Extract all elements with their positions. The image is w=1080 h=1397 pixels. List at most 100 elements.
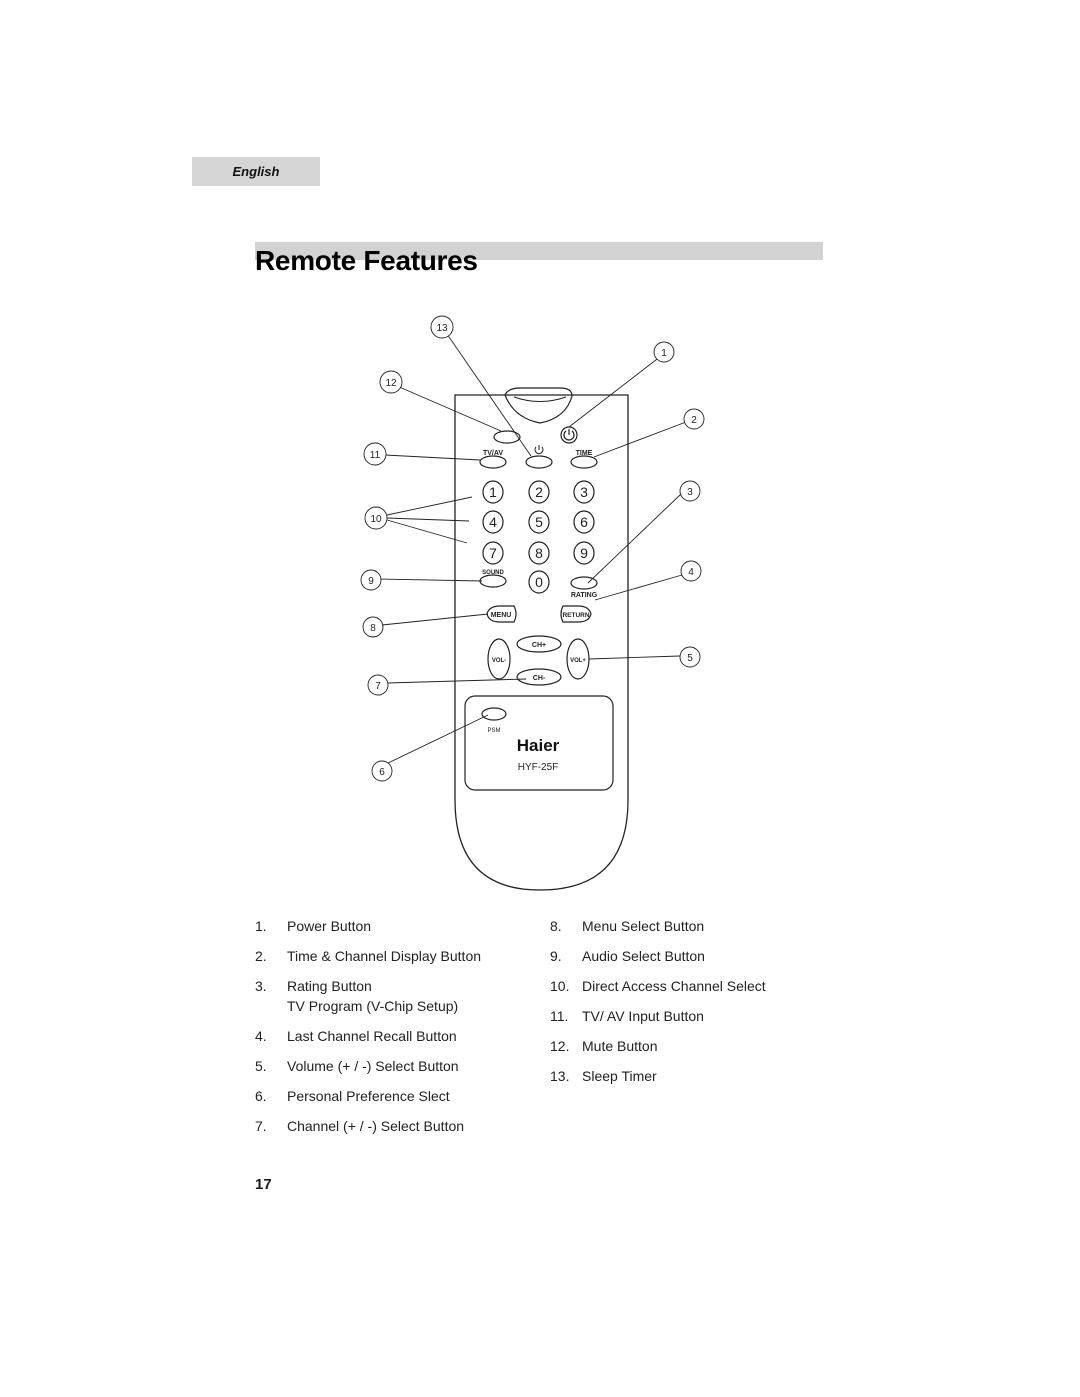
sound-label: SOUND (482, 570, 504, 576)
list-item-number: 4. (255, 1028, 267, 1044)
ch-down-button (516, 668, 562, 686)
list-item-label: Rating Button (287, 978, 372, 994)
list-item: 12.Mute Button (550, 1036, 766, 1056)
callout-5: 5 (679, 646, 701, 668)
svg-text:2: 2 (691, 415, 697, 426)
tvav-label: TV/AV (483, 450, 503, 457)
svg-text:11: 11 (370, 450, 381, 461)
ch-up-label: CH+ (532, 642, 546, 649)
list-item: 4. Last Channel Recall Button (255, 1026, 481, 1046)
digit-button-9 (573, 541, 595, 565)
lower-panel (464, 695, 614, 791)
callout-11: 11 (363, 442, 387, 466)
svg-text:10: 10 (370, 514, 382, 525)
digit-button-7 (482, 541, 504, 565)
list-item: 1.Power Button (255, 916, 481, 936)
svg-text:12: 12 (385, 378, 397, 389)
remote-body (454, 394, 629, 891)
svg-text:4: 4 (688, 567, 694, 578)
vol-down-label: VOL- (492, 658, 506, 664)
callout-9: 9 (360, 569, 382, 591)
sleep-button (525, 455, 553, 469)
callout-2: 2 (683, 408, 705, 430)
digit-button-8 (528, 541, 550, 565)
list-item-number: 10. (550, 978, 570, 994)
feature-list-right: 8. Menu Select Button 9.Audio Select Butt… (550, 916, 766, 1096)
list-item-number: 3. (255, 978, 267, 994)
callout-13: 13 (430, 315, 454, 339)
digit-3: 3 (580, 484, 588, 500)
list-item-label: TV Program (V-Chip Setup) (287, 998, 459, 1014)
return-button (560, 605, 592, 623)
power-icon (563, 429, 575, 441)
digit-4: 4 (489, 514, 497, 530)
list-item: 7. Channel (+ / -) Select Button (255, 1116, 481, 1136)
list-item: 6. Personal Preference Slect (255, 1086, 481, 1106)
list-item-label: Time & Channel Display Button (287, 948, 482, 964)
svg-text:3: 3 (687, 487, 693, 498)
digit-6: 6 (580, 514, 588, 530)
digit-button-2 (528, 480, 550, 504)
list-item-number: 6. (255, 1088, 267, 1104)
title-underline-bar (255, 242, 823, 260)
menu-label: MENU (491, 612, 512, 619)
ch-down-label: CH- (533, 675, 546, 682)
sound-button (479, 574, 507, 588)
menu-button (486, 605, 517, 623)
svg-text:7: 7 (375, 681, 381, 692)
list-item-number: 11. (550, 1008, 569, 1024)
list-item-label: Last Channel Recall Button (287, 1028, 457, 1044)
callout-12: 12 (379, 370, 403, 394)
list-item-label: Sleep Timer (582, 1068, 657, 1084)
digit-1: 1 (489, 484, 497, 500)
list-item-number: 12. (550, 1038, 570, 1054)
digit-button-5 (528, 510, 550, 534)
list-item: 13.Sleep Timer (550, 1066, 766, 1086)
list-item-label: TV/ AV Input Button (582, 1008, 704, 1024)
callout-3: 3 (679, 480, 701, 502)
return-label: RETURN (562, 612, 589, 619)
digit-button-3 (573, 480, 595, 504)
list-item-number: 8. (550, 918, 562, 934)
model-number: HYF-25F (518, 762, 559, 773)
list-item-number: 2. (255, 948, 267, 964)
list-item: 9.Audio Select Button (550, 946, 766, 966)
list-item: 10. Direct Access Channel Select (550, 976, 766, 996)
list-item-number: 1. (255, 918, 267, 934)
psm-button (481, 707, 507, 721)
rating-button (570, 576, 598, 590)
rating-label: RATING (571, 592, 598, 599)
digit-9: 9 (580, 545, 588, 561)
digit-button-6 (573, 510, 595, 534)
digit-5: 5 (535, 514, 543, 530)
list-item: 8. Menu Select Button (550, 916, 766, 936)
digit-keypad: 1 2 3 4 5 6 7 8 9 0 (482, 480, 595, 594)
list-item-label: Menu Select Button (582, 918, 705, 934)
list-item-label: Channel (+ / -) Select Button (287, 1118, 465, 1134)
svg-text:6: 6 (379, 767, 385, 778)
ir-window-icon (504, 387, 573, 424)
list-item-label: Volume (+ / -) Select Button (287, 1058, 459, 1074)
callout-markers: 1 2 3 4 5 6 7 8 9 10 11 12 13 (360, 315, 705, 782)
digit-0: 0 (535, 574, 543, 590)
time-label: TIME (576, 450, 593, 457)
svg-text:13: 13 (436, 323, 448, 334)
callout-10: 10 (364, 506, 388, 530)
list-item: 2. Time & Channel Display Button (255, 946, 481, 966)
digit-2: 2 (535, 484, 543, 500)
svg-text:1: 1 (661, 348, 667, 359)
psm-label: PSM (487, 728, 500, 734)
digit-button-4 (482, 510, 504, 534)
list-item-label: Personal Preference Slect (287, 1088, 450, 1104)
digit-button-0 (528, 570, 550, 594)
sleep-icon (534, 445, 544, 455)
list-item-number: 7. (255, 1118, 267, 1134)
list-item-label: Audio Select Button (582, 948, 705, 964)
mute-button (493, 430, 521, 444)
svg-text:8: 8 (370, 623, 376, 634)
feature-list-left: 1.Power Button 2. Time & Channel Display … (255, 916, 481, 1146)
page-number: 17 (255, 1176, 272, 1193)
list-item-label: Direct Access Channel Select (582, 978, 766, 994)
list-item-number: 5. (255, 1058, 267, 1074)
